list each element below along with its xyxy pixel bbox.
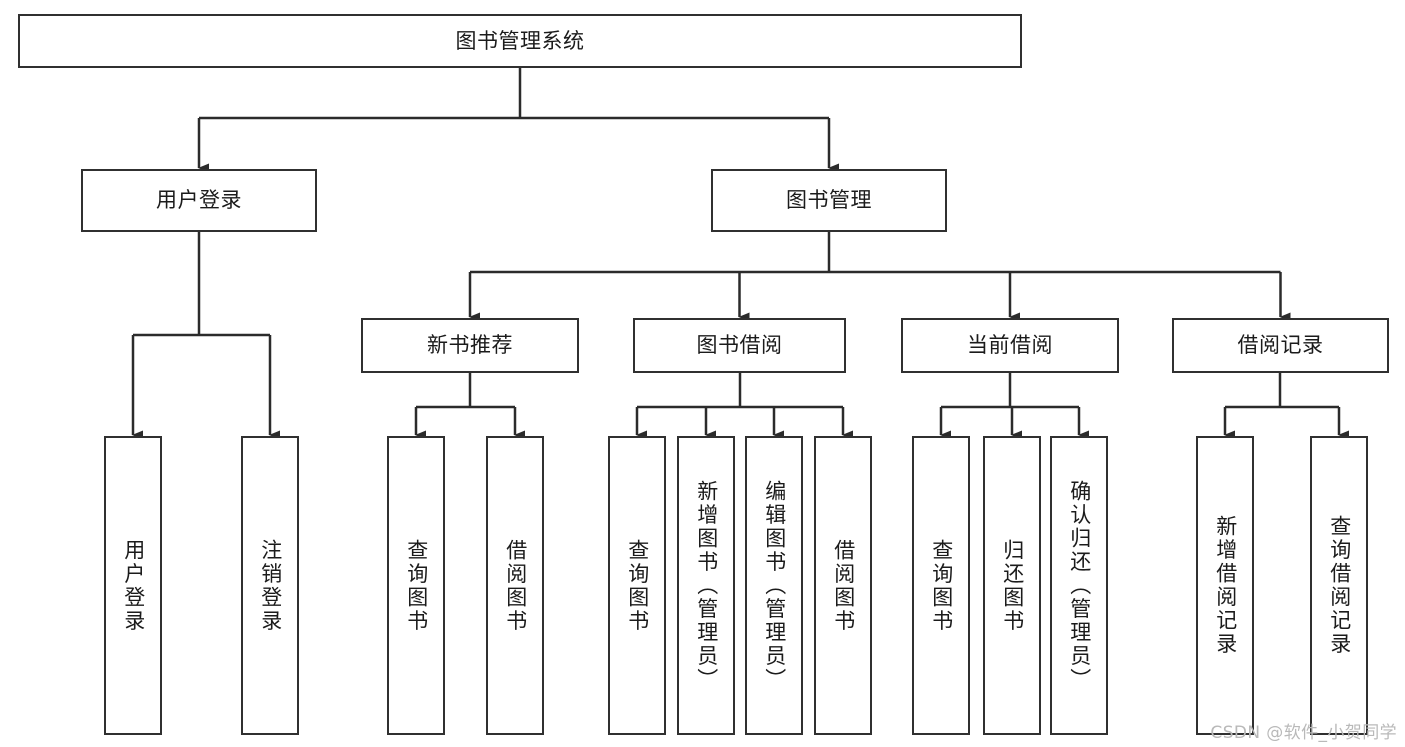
node-label-l-edit: 编辑图书（管理员）: [762, 479, 787, 692]
node-l-confirm: 确认归还（管理员）: [1050, 436, 1108, 735]
node-label-l-confirm: 确认归还（管理员）: [1067, 479, 1092, 692]
edge-group: [131, 68, 1349, 440]
node-records: 借阅记录: [1172, 318, 1389, 373]
node-current: 当前借阅: [901, 318, 1119, 373]
node-label-l-add: 新增图书（管理员）: [694, 479, 719, 692]
node-l-q3: 查询图书: [912, 436, 970, 735]
node-l-login: 用户登录: [104, 436, 162, 735]
node-label-l-q2: 查询图书: [625, 538, 650, 633]
node-label-borrow: 图书借阅: [696, 333, 783, 358]
node-newbook: 新书推荐: [361, 318, 579, 373]
node-label-l-addrec: 新增借阅记录: [1213, 515, 1238, 656]
node-label-newbook: 新书推荐: [427, 333, 513, 358]
node-l-add: 新增图书（管理员）: [677, 436, 735, 735]
node-label-root: 图书管理系统: [455, 28, 585, 53]
watermark-text: CSDN @软件_小贺同学: [1210, 723, 1397, 743]
node-login: 用户登录: [81, 169, 317, 232]
node-bookmgmt: 图书管理: [711, 169, 947, 232]
node-label-l-qrec: 查询借阅记录: [1327, 515, 1352, 656]
node-label-l-q1: 查询图书: [404, 538, 429, 633]
node-l-b1: 借阅图书: [486, 436, 544, 735]
node-l-logout: 注销登录: [241, 436, 299, 735]
node-label-l-login: 用户登录: [121, 538, 146, 633]
node-label-l-b1: 借阅图书: [503, 538, 528, 633]
node-borrow: 图书借阅: [633, 318, 846, 373]
node-l-edit: 编辑图书（管理员）: [745, 436, 803, 735]
node-label-l-logout: 注销登录: [258, 538, 283, 633]
node-label-l-return: 归还图书: [1000, 538, 1025, 633]
node-label-login: 用户登录: [156, 188, 242, 213]
node-label-bookmgmt: 图书管理: [786, 188, 872, 213]
node-label-current: 当前借阅: [967, 333, 1053, 358]
node-label-l-b2: 借阅图书: [831, 538, 856, 633]
node-l-qrec: 查询借阅记录: [1310, 436, 1368, 735]
node-l-b2: 借阅图书: [814, 436, 872, 735]
node-root: 图书管理系统: [18, 14, 1022, 68]
node-l-q1: 查询图书: [387, 436, 445, 735]
node-label-records: 借阅记录: [1237, 333, 1324, 358]
node-l-q2: 查询图书: [608, 436, 666, 735]
node-l-addrec: 新增借阅记录: [1196, 436, 1254, 735]
node-label-l-q3: 查询图书: [929, 538, 954, 633]
node-l-return: 归还图书: [983, 436, 1041, 735]
